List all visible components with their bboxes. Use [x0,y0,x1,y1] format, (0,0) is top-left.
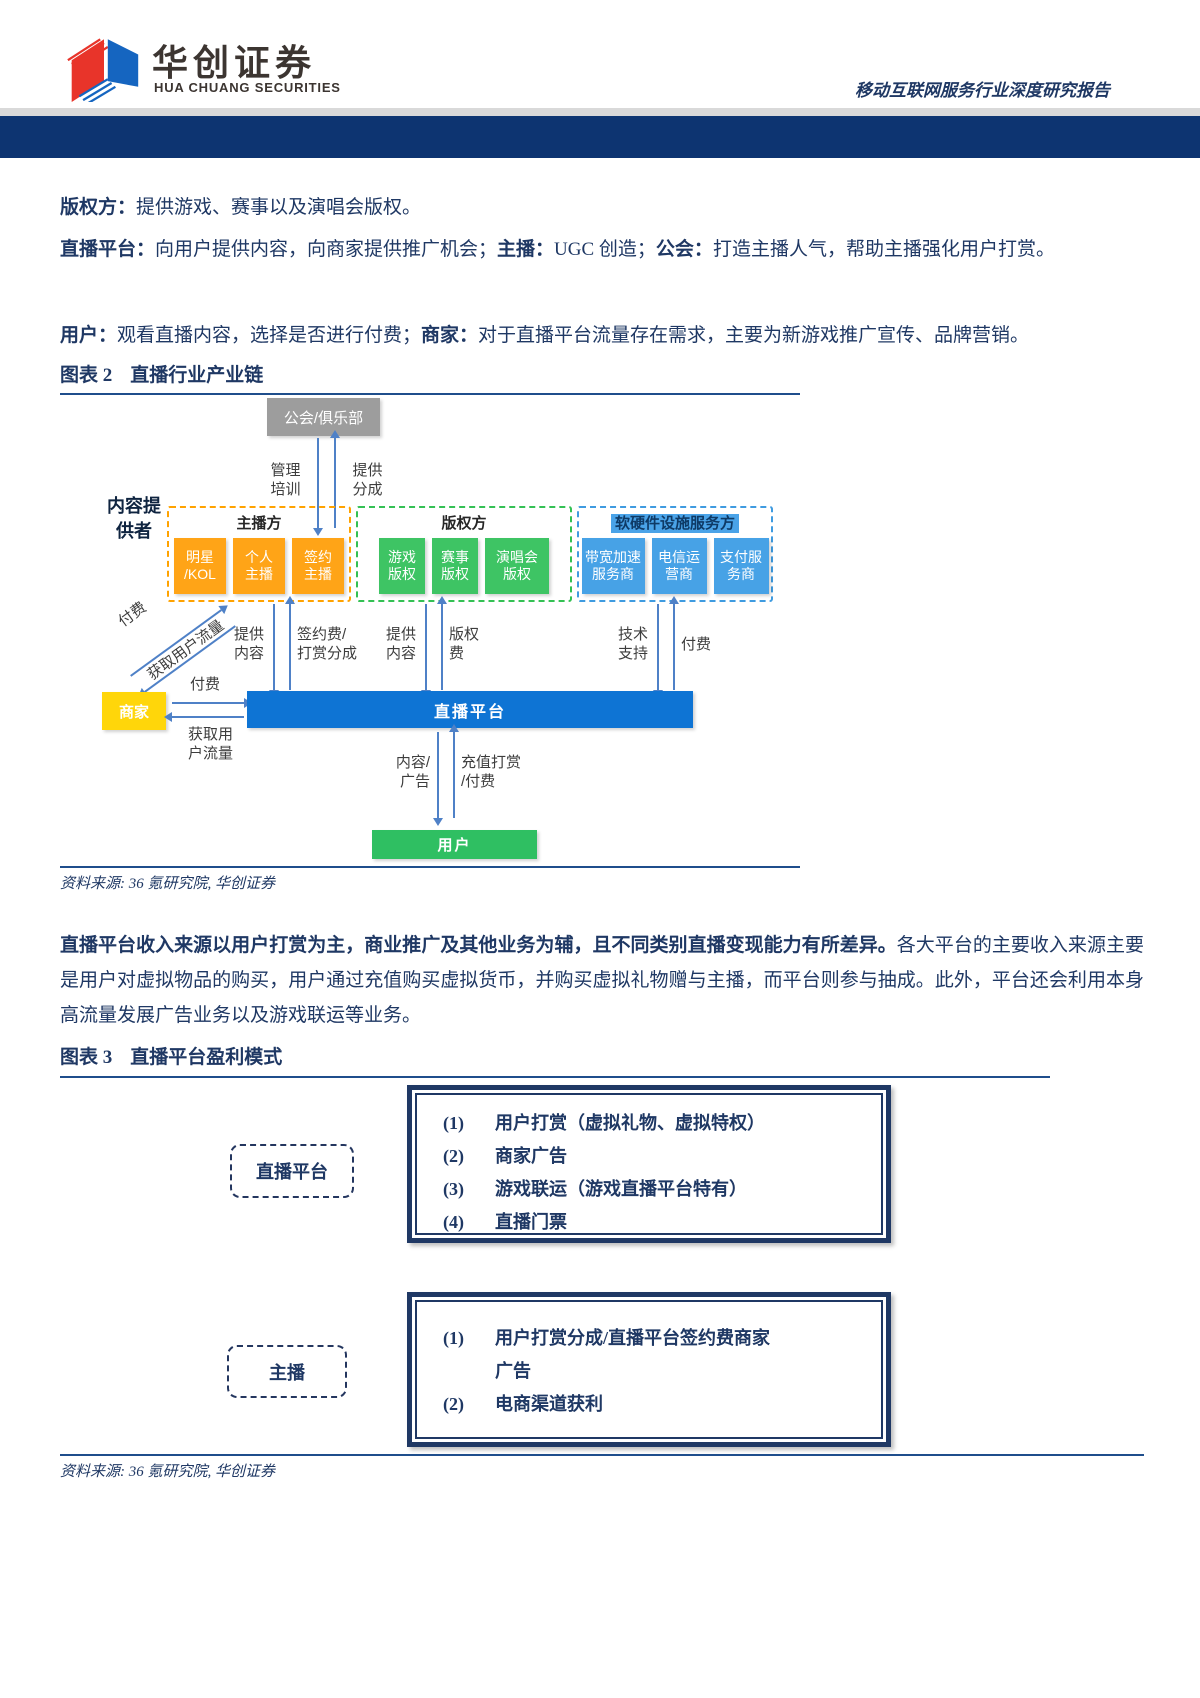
arrow-content-ads [433,732,443,826]
group-infra-items: 带宽加速 服务商电信运 营商支付服 务商 [579,538,771,594]
company-logo: 华创证券 HUA CHUANG SECURITIES [66,24,486,105]
arrow-manage-train [313,438,323,536]
label-tech-support: 技术 支持 [617,626,648,662]
group-item-box: 游戏 版权 [379,538,425,594]
label-provide-content-2: 提供 内容 [385,626,416,662]
figure3-caption-name: 直播平台盈利模式 [130,1047,283,1068]
logo-name-cn: 华创证券 [152,42,317,83]
arrow-pay-infra [669,596,679,690]
anchor-dashed-label: 主播 [269,1362,305,1383]
figure2-source: 资料来源: 36 氪研究院, 华创证券 [60,876,275,892]
group-copyright-party: 版权方 游戏 版权赛事 版权演唱会 版权 [356,506,572,602]
group-copyright-title: 版权方 [441,515,487,532]
figure2-caption-name: 直播行业产业链 [130,365,264,386]
arrow-provide-content-2 [421,604,431,698]
label-pay-diagonal: 付费 [115,598,150,631]
logo-cube-icon [66,26,142,105]
label-content-ads: 内容/ 广告 [395,754,430,790]
figure3-caption: 图表 3 直播平台盈利模式 [60,1042,282,1069]
header-banner-bar [0,116,1200,158]
group-infra-title: 软硬件设施服务方 [579,512,771,533]
group-copyright-items: 游戏 版权赛事 版权演唱会 版权 [358,538,570,594]
profit-item: (3)游戏联运（游戏直播平台特有） [443,1179,747,1199]
arrow-sign-fee [285,596,295,690]
label-provide-content-1: 提供 内容 [233,626,264,662]
paragraph-copyright-party: 版权方：提供游戏、赛事以及演唱会版权。 [60,197,422,218]
figure2-bottom-rule [60,866,800,868]
group-item-box: 赛事 版权 [432,538,478,594]
anchor-profit-list: (1)用户打赏分成/直播平台签约费商家 广告 (2)电商渠道获利 [415,1300,883,1439]
platform-bar: 直播平台 [247,691,693,728]
platform-profit-list: (1)用户打赏（虚拟礼物、虚拟特权） (2)商家广告 (3)游戏联运（游戏直播平台特… [415,1093,883,1235]
platform-dashed-box: 直播平台 [230,1144,354,1198]
arrow-tech-support [653,604,663,698]
content-provider-label: 内容提 供者 [107,496,161,542]
paragraph-user-merchant: 用户：观看直播内容，选择是否进行付费；商家：对于直播平台流量存在需求，主要为新游… [60,325,1030,346]
label-pay-merchant: 付费 [190,676,221,693]
platform-profit-box: (1)用户打赏（虚拟礼物、虚拟特权） (2)商家广告 (3)游戏联运（游戏直播平台特… [407,1085,891,1243]
profit-item: (2)电商渠道获利 [443,1394,603,1414]
group-item-box: 签约 主播 [292,538,344,594]
profit-item: (2)商家广告 [443,1146,567,1166]
group-anchor-title: 主播方 [236,515,282,532]
label-traffic-diagonal: 获取用户流量 [144,616,228,684]
label-pay-infra: 付费 [681,636,712,653]
group-item-box: 支付服 务商 [713,538,769,594]
figure3-caption-num: 图表 3 [60,1047,113,1068]
label-manage-train: 管理 培训 [270,462,301,498]
label-recharge: 充值打赏 /付费 [461,754,522,790]
profit-item: (1)用户打赏分成/直播平台签约费商家 广告 [443,1328,770,1381]
group-infra-party: 软硬件设施服务方 带宽加速 服务商电信运 营商支付服 务商 [577,506,773,602]
paragraph-platform-roles: 直播平台：向用户提供内容，向商家提供推广机会；主播：UGC 创造；公会：打造主播… [60,239,1055,260]
figure2-caption-num: 图表 2 [60,365,113,386]
figure3-bottom-rule [60,1454,1144,1456]
figure2-top-rule [60,393,800,395]
arrow-pay-merchant [172,698,252,708]
arrow-copyright-fee [437,596,447,690]
platform-dashed-label: 直播平台 [256,1162,328,1182]
label-copyright-fee: 版权 费 [449,626,480,662]
merchant-box: 商家 [102,692,166,730]
anchor-profit-box: (1)用户打赏分成/直播平台签约费商家 广告 (2)电商渠道获利 [407,1292,891,1447]
group-item-box: 带宽加速 服务商 [581,538,645,594]
group-item-box: 个人 主播 [233,538,285,594]
user-box: 用户 [372,830,537,859]
report-series-title: 移动互联网服务行业深度研究报告 [855,81,1110,100]
figure3-source: 资料来源: 36 氪研究院, 华创证券 [60,1464,275,1480]
profit-item: (1)用户打赏（虚拟礼物、虚拟特权） [443,1113,765,1133]
guild-club-box: 公会/俱乐部 [267,398,380,436]
arrow-get-traffic [164,712,244,722]
group-item-box: 明星 /KOL [174,538,226,594]
group-item-box: 电信运 营商 [651,538,707,594]
label-sign-fee: 签约费/ 打赏分成 [297,626,358,662]
paragraph-revenue-model: 直播平台收入来源以用户打赏为主，商业推广及其他业务为辅，且不同类别直播变现能力有… [60,935,1144,1026]
group-item-box: 演唱会 版权 [485,538,549,594]
logo-name-en: HUA CHUANG SECURITIES [154,80,341,95]
arrow-provide-content-1 [269,604,279,698]
figure3-top-rule [60,1076,1050,1078]
profit-item: (4)直播门票 [443,1212,567,1232]
anchor-dashed-box: 主播 [227,1345,347,1398]
label-get-traffic: 获取用 户流量 [188,726,234,762]
header-divider [0,108,1200,116]
arrow-provide-share [330,430,340,528]
arrow-recharge [449,724,459,818]
figure2-caption: 图表 2 直播行业产业链 [60,360,263,387]
label-provide-share: 提供 分成 [352,462,383,498]
